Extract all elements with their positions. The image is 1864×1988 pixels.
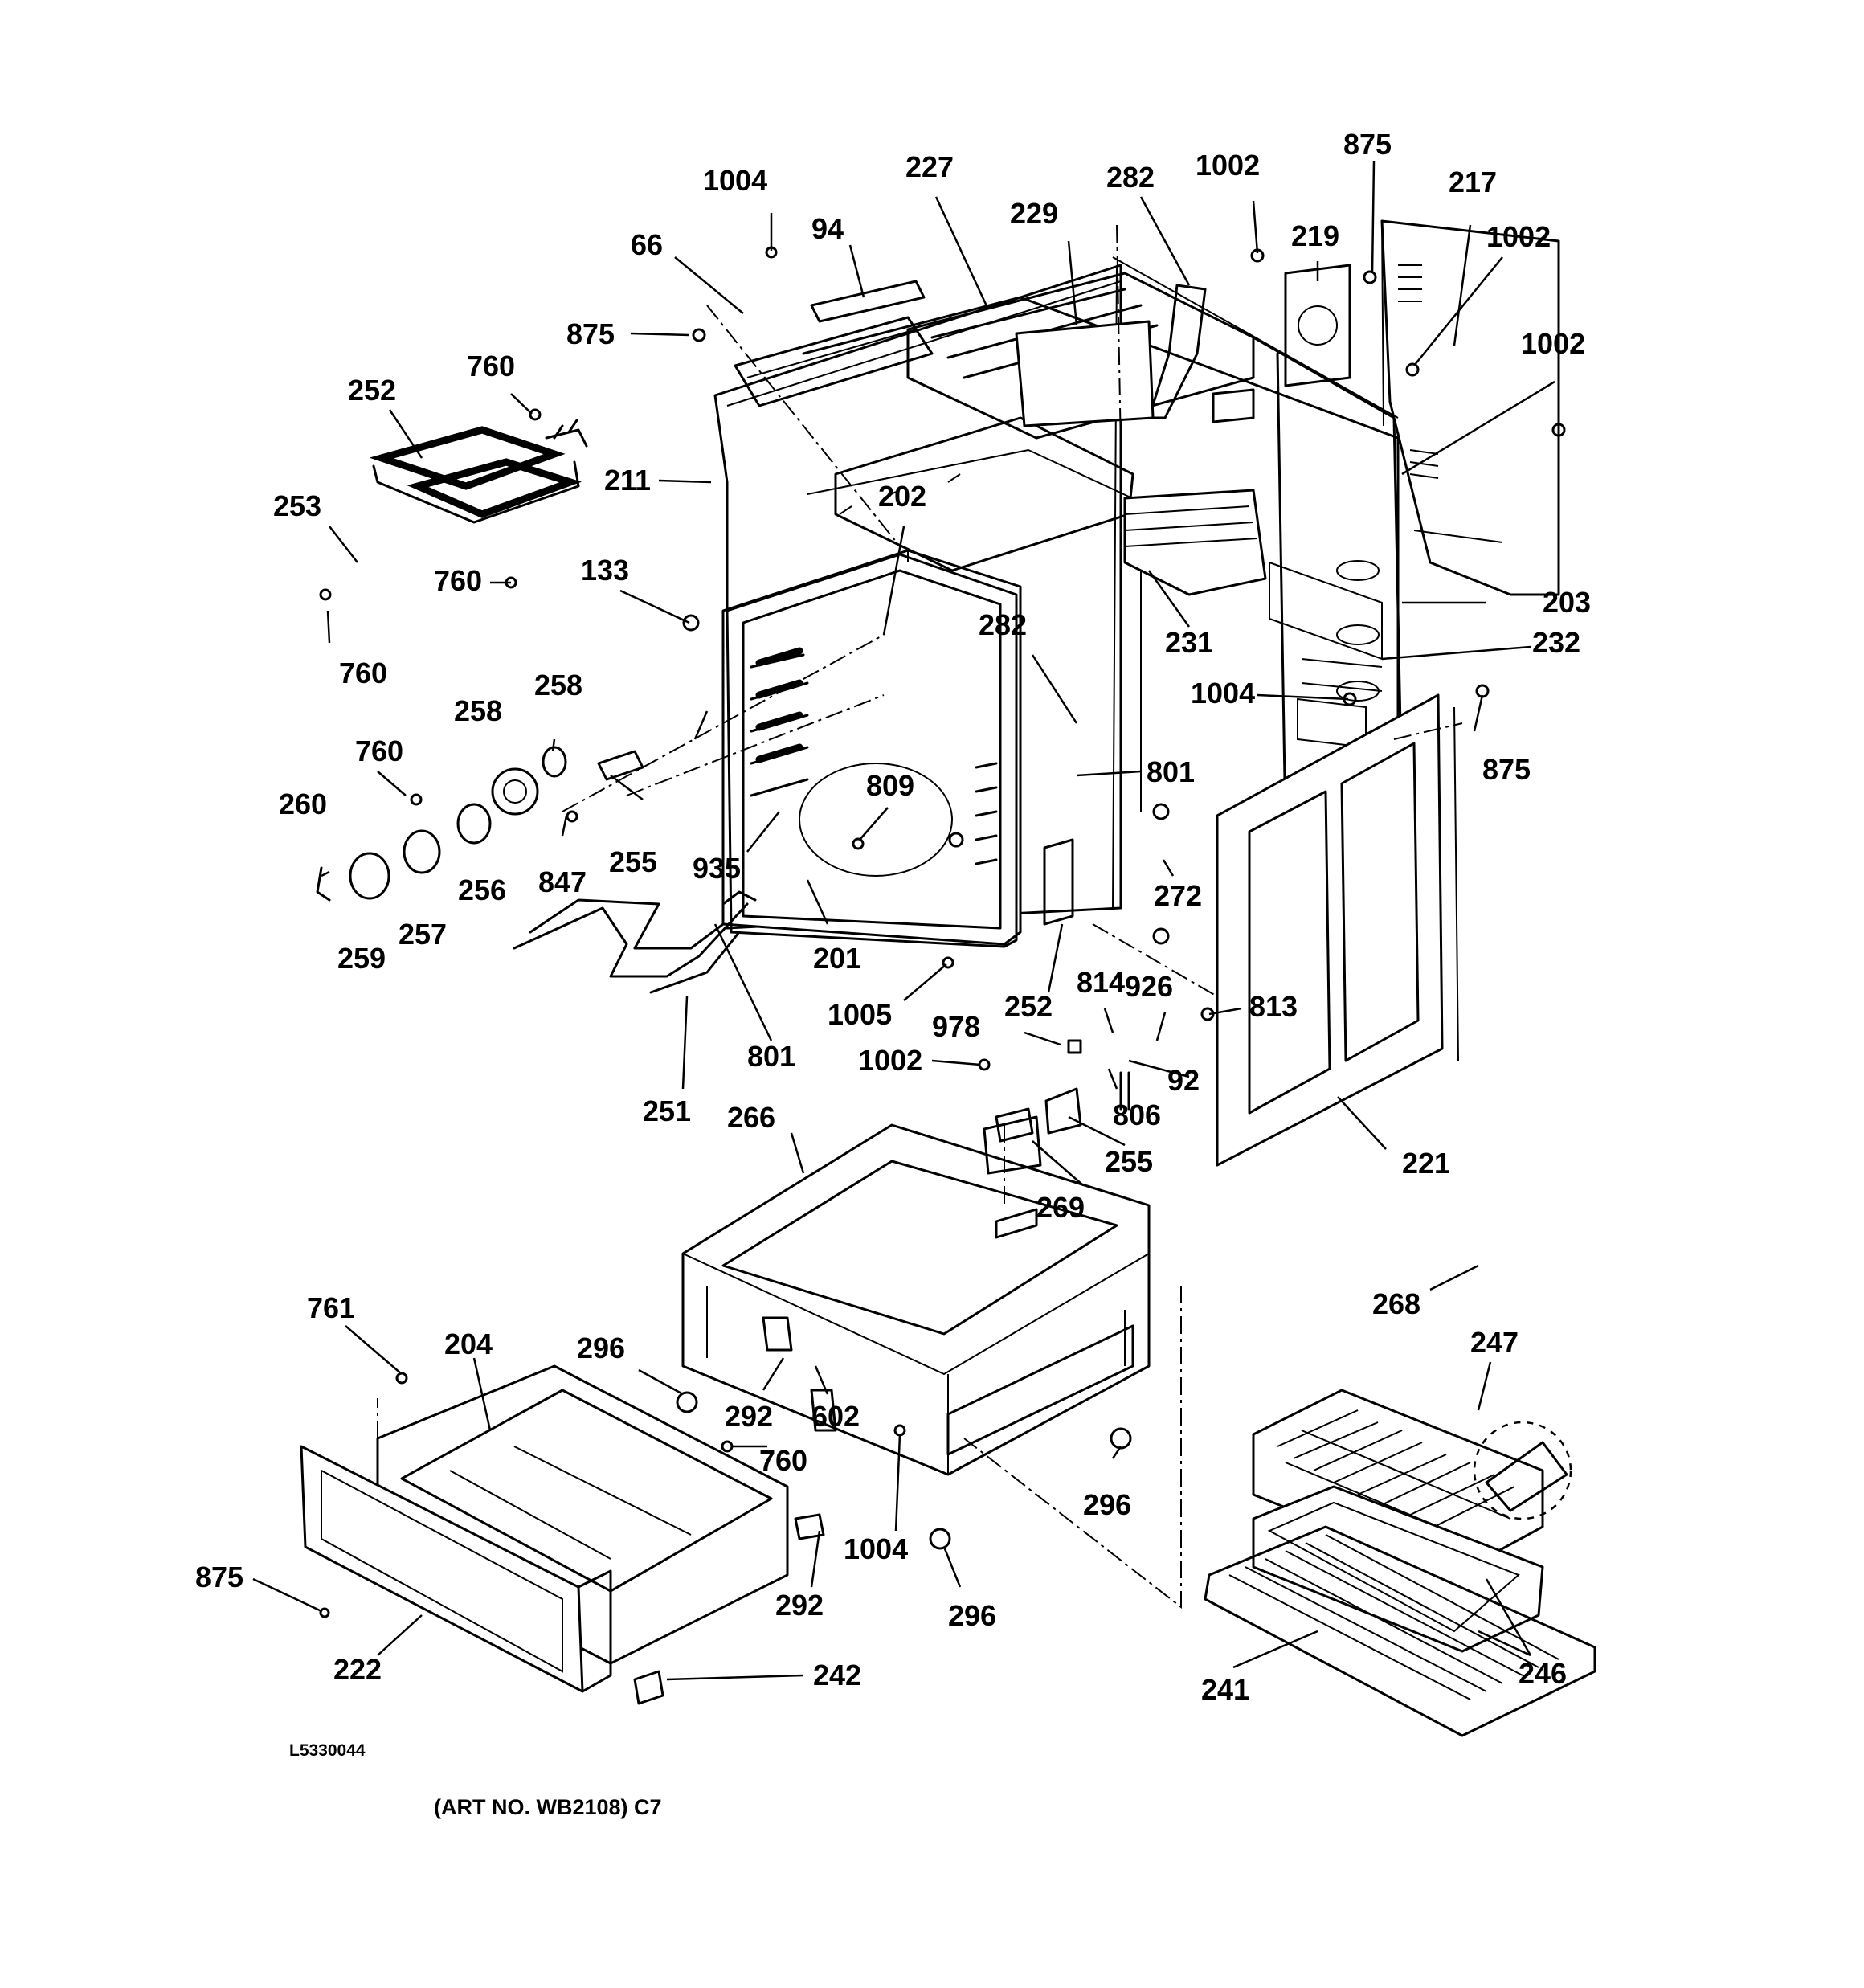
oven-door-221 bbox=[1216, 693, 1459, 1167]
callout-label: 227 bbox=[905, 150, 954, 183]
callout-label: 760 bbox=[759, 1444, 807, 1477]
callout-label: 204 bbox=[444, 1327, 493, 1360]
construction-lines bbox=[377, 224, 1463, 1610]
callout-label: 875 bbox=[1482, 753, 1531, 786]
callout-label: 809 bbox=[866, 769, 914, 802]
callout-label: 94 bbox=[811, 212, 844, 245]
callout-label: 814 bbox=[1077, 966, 1125, 999]
fasteners bbox=[319, 246, 1566, 1618]
callout-label: 760 bbox=[339, 657, 387, 689]
callout-label: 202 bbox=[878, 480, 926, 513]
callout-label: 875 bbox=[1343, 128, 1392, 161]
callout-label: 760 bbox=[355, 734, 403, 767]
callout-label: 66 bbox=[631, 228, 663, 261]
art-caption: (ART NO. WB2108) C7 bbox=[434, 1795, 662, 1819]
callout-label: 242 bbox=[813, 1659, 861, 1691]
callout-label: 875 bbox=[195, 1561, 243, 1593]
callout-label: 760 bbox=[434, 564, 482, 597]
callout-label: 255 bbox=[609, 845, 657, 878]
callout-label: 252 bbox=[348, 374, 396, 407]
callout-label: 1002 bbox=[1486, 220, 1551, 253]
callout-label: 296 bbox=[577, 1331, 625, 1364]
callout-label: 296 bbox=[948, 1599, 996, 1632]
callout-label: 847 bbox=[538, 865, 587, 898]
callout-label: 272 bbox=[1154, 879, 1202, 912]
callout-label: 978 bbox=[932, 1010, 980, 1043]
callout-label: 217 bbox=[1449, 166, 1497, 198]
callout-label: 813 bbox=[1249, 990, 1298, 1023]
callout-label: 1004 bbox=[844, 1532, 908, 1565]
drawer-frame-266 bbox=[681, 1123, 1151, 1476]
callout-label: 258 bbox=[454, 694, 502, 727]
callout-label: 246 bbox=[1519, 1657, 1567, 1690]
callout-label: 1002 bbox=[858, 1044, 922, 1077]
callout-label: 255 bbox=[1105, 1145, 1153, 1178]
callout-label: 1004 bbox=[703, 164, 767, 197]
callout-label: 231 bbox=[1165, 626, 1213, 659]
callout-label: 133 bbox=[581, 554, 629, 587]
callout-label: 806 bbox=[1113, 1098, 1161, 1131]
callout-label: 292 bbox=[775, 1589, 824, 1622]
callout-label: 801 bbox=[747, 1040, 795, 1073]
callout-labels: 1004 227 282 1002 875 217 229 94 66 219 … bbox=[195, 128, 1591, 1706]
callout-label: 761 bbox=[307, 1291, 355, 1324]
callout-label: 92 bbox=[1167, 1064, 1200, 1097]
callout-label: 259 bbox=[337, 942, 386, 975]
callout-label: 296 bbox=[1083, 1488, 1131, 1521]
callout-label: 1002 bbox=[1521, 327, 1585, 360]
callout-label: 257 bbox=[399, 918, 447, 951]
callout-label: 260 bbox=[279, 787, 327, 820]
callout-label: 221 bbox=[1402, 1147, 1450, 1180]
callout-label: 935 bbox=[693, 852, 741, 885]
callout-label: 292 bbox=[725, 1400, 773, 1433]
callout-label: 1004 bbox=[1191, 677, 1255, 710]
bake-element-251 bbox=[513, 890, 757, 994]
callout-label: 251 bbox=[643, 1094, 691, 1127]
broil-element-252 bbox=[369, 419, 588, 524]
callout-label: 602 bbox=[811, 1400, 860, 1433]
callout-label: 875 bbox=[566, 317, 615, 350]
callout-label: 256 bbox=[458, 873, 506, 906]
callout-label: 926 bbox=[1125, 970, 1173, 1003]
callout-label: 269 bbox=[1036, 1191, 1085, 1224]
drawing-number: L5330044 bbox=[289, 1741, 366, 1760]
broiler-pan-and-rack bbox=[1204, 1389, 1596, 1737]
callout-label: 252 bbox=[1004, 990, 1053, 1023]
callout-label: 801 bbox=[1147, 755, 1195, 788]
callout-label: 266 bbox=[727, 1101, 775, 1134]
callout-label: 229 bbox=[1010, 197, 1058, 230]
callout-label: 282 bbox=[979, 608, 1027, 641]
callout-label: 1002 bbox=[1196, 149, 1260, 182]
callout-label: 203 bbox=[1543, 586, 1591, 619]
callout-label: 222 bbox=[333, 1653, 382, 1686]
callout-label: 247 bbox=[1470, 1326, 1519, 1359]
callout-label: 282 bbox=[1106, 161, 1155, 194]
small-parts bbox=[316, 746, 1572, 1540]
callout-label: 253 bbox=[273, 489, 321, 522]
back-cover-217 bbox=[1380, 219, 1560, 596]
callout-label: 232 bbox=[1532, 626, 1580, 659]
callout-label: 219 bbox=[1291, 219, 1339, 252]
callout-label: 1005 bbox=[828, 998, 892, 1031]
drawer-204-222 bbox=[300, 1364, 789, 1705]
callout-label: 258 bbox=[534, 669, 582, 702]
leader-lines bbox=[252, 160, 1555, 1681]
callout-label: 201 bbox=[813, 942, 861, 975]
callout-label: 760 bbox=[467, 350, 515, 382]
callout-label: 241 bbox=[1201, 1673, 1249, 1706]
callout-label: 211 bbox=[604, 464, 651, 497]
callout-label: 268 bbox=[1372, 1287, 1420, 1320]
